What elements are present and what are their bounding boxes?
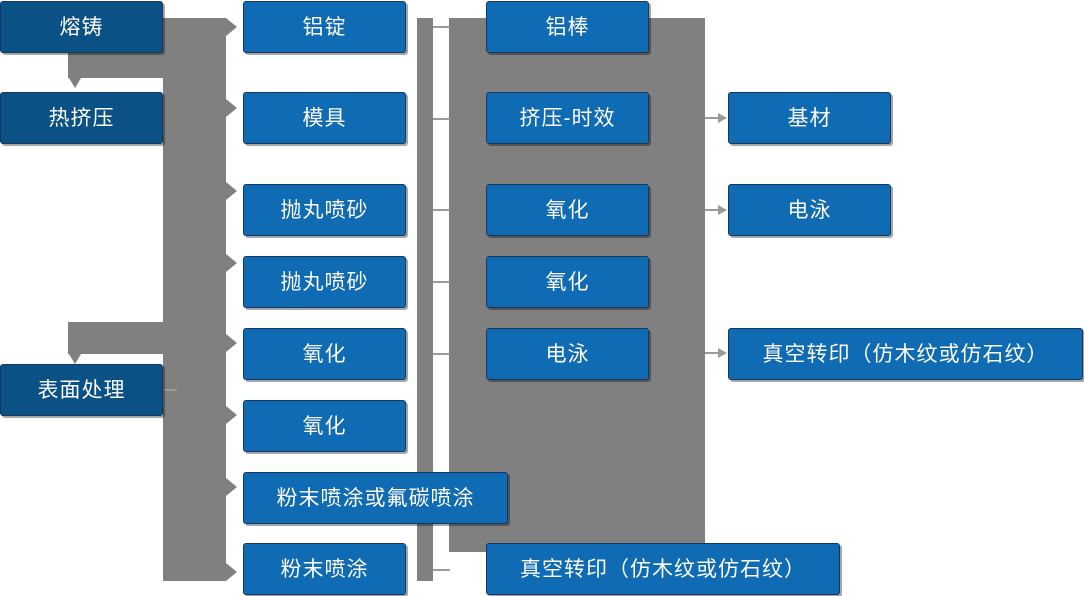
- process-powder-or-fluorocarbon-coating[interactable]: 粉末喷涂或氟碳喷涂: [243, 472, 508, 524]
- band-gap-8: [433, 571, 449, 581]
- arrow-to-process-2: [226, 99, 237, 117]
- treatment-electrophoresis[interactable]: 电泳: [486, 328, 649, 380]
- stage-surface-treatment-label: 表面处理: [37, 378, 126, 402]
- band-gap-4: [433, 211, 449, 281]
- arrow-to-process-4: [226, 254, 237, 272]
- process-powder-or-fluorocarbon-coating-label: 粉末喷涂或氟碳喷涂: [276, 486, 475, 510]
- treatment-extrusion-aging[interactable]: 挤压-时效: [486, 92, 649, 144]
- band-gap-1: [433, 18, 449, 26]
- arrow-to-process-1: [226, 18, 237, 36]
- output-electrophoresis-label: 电泳: [787, 198, 832, 222]
- treatment-extrusion-aging-label: 挤压-时效: [519, 106, 616, 130]
- treatment-rung-5: [433, 353, 450, 355]
- treatment-oxidation-2[interactable]: 氧化: [486, 256, 649, 308]
- arrow-to-process-3: [226, 182, 237, 200]
- band-gap-5: [433, 283, 449, 353]
- output-electrophoresis[interactable]: 电泳: [728, 184, 891, 236]
- arrow-to-process-8: [226, 563, 237, 581]
- process-powder-coating[interactable]: 粉末喷涂: [243, 543, 406, 595]
- arrow-to-output-2: [705, 205, 727, 215]
- treatment-rung-2: [433, 118, 450, 120]
- treatment-aluminum-rod-label: 铝棒: [545, 15, 590, 39]
- stage-connector-arrow-down-top: [69, 78, 81, 88]
- treatment-vacuum-transfer-label: 真空转印（仿木纹或仿石纹）: [520, 557, 806, 581]
- process-shot-blasting-2[interactable]: 抛丸喷砂: [243, 256, 406, 308]
- process-mold-label: 模具: [302, 106, 347, 130]
- stage-connector-arrow-down-bottom: [69, 354, 81, 364]
- process-oxidation-1[interactable]: 氧化: [243, 328, 406, 380]
- stage-hot-extrusion-label: 热挤压: [48, 106, 115, 130]
- process-oxidation-1-label: 氧化: [302, 342, 347, 366]
- output-vacuum-transfer[interactable]: 真空转印（仿木纹或仿石纹）: [728, 328, 1083, 380]
- band-gap-2: [433, 28, 449, 118]
- treatment-electrophoresis-label: 电泳: [545, 342, 590, 366]
- process-oxidation-2[interactable]: 氧化: [243, 400, 406, 452]
- process-shot-blasting-1-label: 抛丸喷砂: [280, 198, 369, 222]
- stage-connector-notch-bottom: [68, 322, 168, 354]
- output-base-material[interactable]: 基材: [728, 92, 891, 144]
- arrow-to-process-6: [226, 406, 237, 424]
- surface-treatment-stub: [163, 389, 177, 391]
- treatment-vacuum-transfer[interactable]: 真空转印（仿木纹或仿石纹）: [486, 543, 840, 595]
- arrow-to-process-5: [226, 334, 237, 352]
- arrow-to-process-7: [226, 478, 237, 496]
- process-powder-coating-label: 粉末喷涂: [280, 557, 369, 581]
- output-base-material-label: 基材: [787, 106, 832, 130]
- treatment-rung-6: [433, 569, 450, 571]
- treatment-rung-3: [433, 209, 450, 211]
- band-gap-7: [433, 552, 449, 569]
- process-mold[interactable]: 模具: [243, 92, 406, 144]
- treatment-rung-1: [433, 26, 450, 28]
- stage-melting-casting[interactable]: 熔铸: [0, 1, 163, 53]
- arrow-to-output-1: [705, 113, 727, 123]
- process-to-treatment-bar: [417, 18, 433, 581]
- stage-hot-extrusion[interactable]: 热挤压: [0, 92, 163, 144]
- treatment-oxidation-1-label: 氧化: [545, 198, 590, 222]
- stage-to-process-connector-bar: [163, 18, 226, 581]
- treatment-rung-4: [433, 281, 450, 283]
- treatment-oxidation-2-label: 氧化: [545, 270, 590, 294]
- treatment-oxidation-1[interactable]: 氧化: [486, 184, 649, 236]
- output-vacuum-transfer-label: 真空转印（仿木纹或仿石纹）: [762, 342, 1049, 366]
- process-aluminum-ingot-label: 铝锭: [302, 15, 347, 39]
- process-oxidation-2-label: 氧化: [302, 414, 347, 438]
- stage-melting-casting-label: 熔铸: [59, 15, 104, 39]
- band-gap-3: [433, 120, 449, 209]
- arrow-to-output-3: [705, 348, 727, 358]
- band-gap-6: [433, 355, 449, 373]
- process-shot-blasting-1[interactable]: 抛丸喷砂: [243, 184, 406, 236]
- process-shot-blasting-2-label: 抛丸喷砂: [280, 270, 369, 294]
- stage-surface-treatment[interactable]: 表面处理: [0, 364, 163, 416]
- treatment-aluminum-rod[interactable]: 铝棒: [486, 1, 649, 53]
- process-aluminum-ingot[interactable]: 铝锭: [243, 1, 406, 53]
